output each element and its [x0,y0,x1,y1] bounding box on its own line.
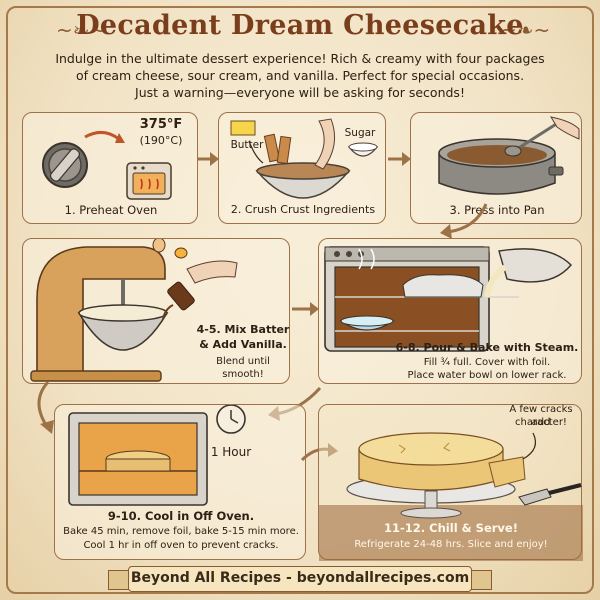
graham-cracker-icon [263,133,281,163]
footer-banner: Beyond All Recipes - beyondallrecipes.co… [128,566,472,592]
page-title: Decadent Dream Cheesecake [76,10,524,41]
step-serve-panel: A few cracks add character! 11-12. Chill… [318,404,583,561]
arrow-right-icon [388,152,411,166]
stand-mixer-icon [30,246,169,382]
small-oven-icon [126,162,172,200]
crust-caption: 2. Crush Crust Ingredients [230,203,376,216]
hand-icon [186,260,238,284]
cool-note-1: Bake 45 min, remove foil, bake 5-15 min … [63,526,299,537]
step-preheat-panel: 375°F (190°C) 1. Preheat Oven [22,112,198,224]
bake-caption: 6-8. Pour & Bake with Steam. [395,341,579,354]
serve-illustration [319,432,583,561]
right-flourish-icon: ~❧~ [500,18,551,42]
left-flourish-icon: ~❧~ [56,18,107,42]
serve-note: Refrigerate 24-48 hrs. Slice and enjoy! [354,539,548,550]
page-border [6,6,594,594]
serve-caption: 11-12. Chill & Serve! [384,521,518,535]
mix-caption-2: & Add Vanilla. [199,338,287,351]
mix-caption-1: 4-5. Mix Batter [196,323,290,336]
water-bowl-icon [339,315,395,331]
step-cool-panel: 1 Hour 9-10. Cool in Off Oven. Bake 45 m… [54,404,306,560]
mix-illustration [30,239,238,382]
oven-dial-icon [42,142,88,188]
spoon-icon [504,119,562,157]
clock-icon [216,405,246,434]
intro-line: Indulge in the ultimate dessert experien… [55,51,545,66]
turn-arrow-icon [84,131,120,141]
preheat-temp-c: (190°C) [139,134,183,147]
mix-note: Blend until smooth! [216,356,270,380]
intro-line: of cream cheese, sour cream, and vanilla… [75,68,525,83]
hand-icon [314,118,336,170]
hand-icon [549,116,580,140]
serve-callout-2: character! [515,417,567,428]
press-caption: 3. Press into Pan [449,203,545,217]
bake-illustration [324,246,572,352]
arrow-right-icon [292,302,319,316]
off-oven-icon [68,412,208,506]
pouring-bowl-icon [484,248,572,298]
arrow-down-left-icon [440,203,488,239]
step-crust-panel: Butter Sugar 2. Crush Crust Ingredients [218,112,386,224]
foil-covered-pan-icon [402,274,484,298]
timer-label: 1 Hour [210,445,252,459]
preheat-caption: 1. Preheat Oven [64,203,158,217]
cool-illustration [68,405,246,506]
step-press-panel: 3. Press into Pan [410,112,582,224]
crust-illustration [230,118,379,199]
mixing-bowl-icon [255,162,351,199]
intro-line: Just a warning—everyone will be asking f… [135,85,465,100]
step-bake-panel: 6-8. Pour & Bake with Steam. Fill ¾ full… [318,238,582,384]
arrow-down-icon [37,380,54,434]
step-mix-panel: 4-5. Mix Batter & Add Vanilla. Blend unt… [22,238,290,384]
cool-note-2: Cool 1 hr in off oven to prevent cracks. [83,540,279,551]
vanilla-bottle-icon [162,281,195,320]
sugar-label: Sugar [344,127,376,139]
cool-caption: 9-10. Cool in Off Oven. [107,509,255,523]
intro-text: Indulge in the ultimate dessert experien… [30,50,570,101]
callout-pointer [522,432,536,460]
butter-icon [230,120,256,136]
sugar-bowl-icon [347,142,379,157]
preheat-illustration [42,131,172,200]
eggs-icon [152,239,188,259]
oven-icon [324,246,519,352]
press-illustration [438,116,580,195]
cheesecake-icon [358,432,526,491]
bake-note-2: Place water bowl on lower rack. [407,370,567,381]
serve-callout-1: A few cracks add [509,404,573,428]
cake-server-icon [518,483,582,506]
steam-icon [358,248,375,270]
arrow-right-icon [300,443,338,462]
butter-label: Butter [230,139,264,151]
springform-pan-icon [438,138,564,195]
preheat-temp-f: 375°F [139,117,183,132]
arrow-right-icon [198,152,219,166]
bake-note-1: Fill ¾ full. Cover with foil. [423,357,551,368]
